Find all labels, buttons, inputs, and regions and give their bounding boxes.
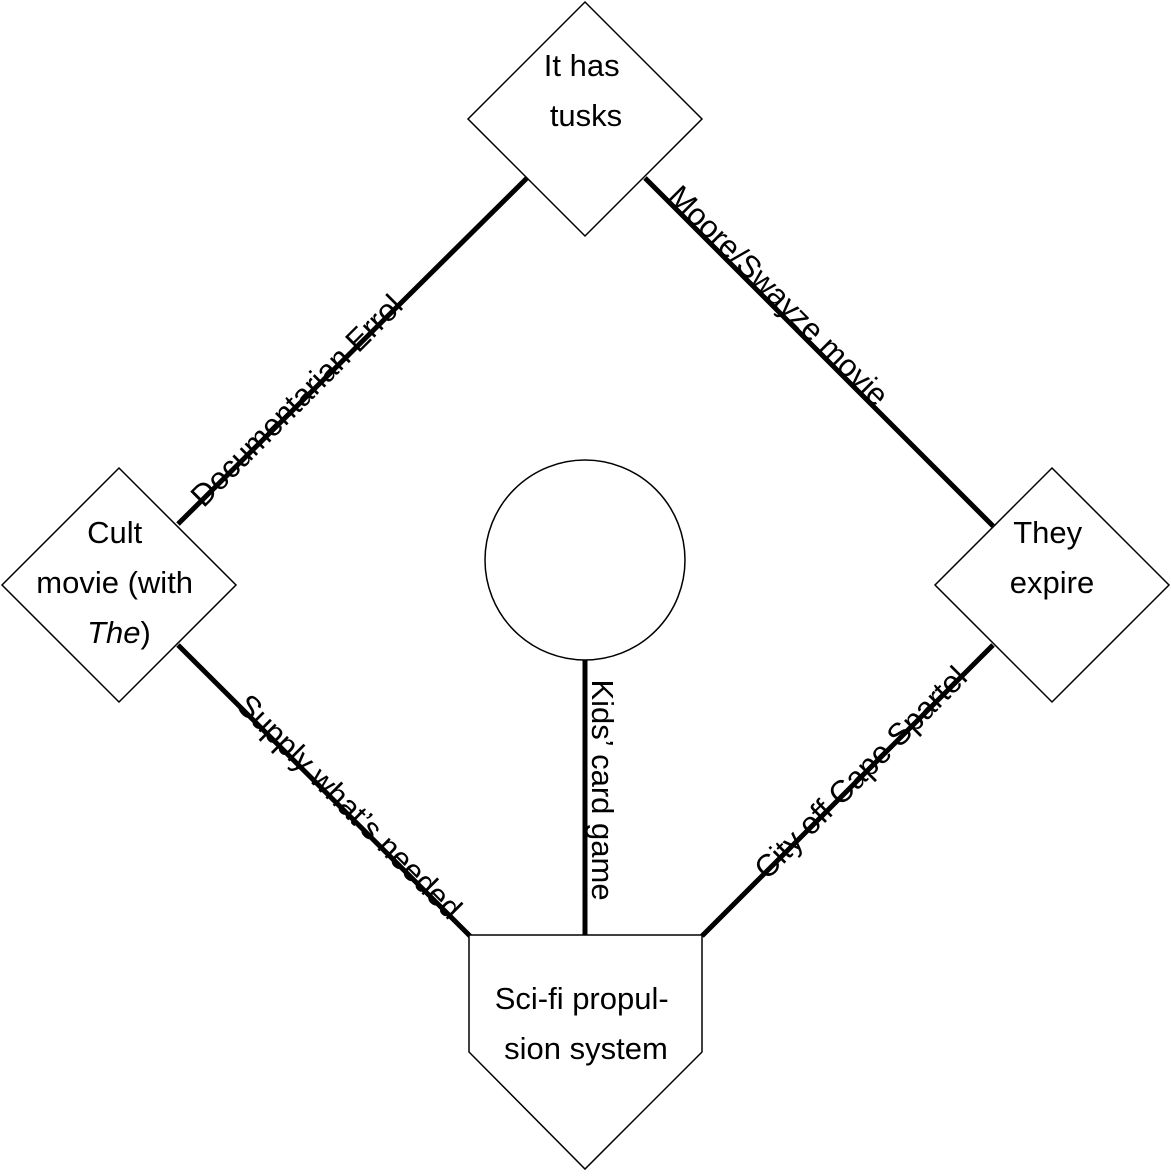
edge-top-right-label: Moore/Swayze movie (661, 178, 895, 412)
node-left-label: Cult movie (with The) (36, 515, 201, 650)
edge-right-bottom-label: City off Cape Spartel (747, 659, 974, 886)
node-bottom-label: Sci-fi propul- sion system (495, 981, 678, 1066)
node-right-label: They expire (1010, 515, 1094, 600)
edge-right-bottom-line (700, 643, 995, 938)
edge-top-right-line (643, 176, 995, 528)
node-left-diamond (0, 466, 238, 704)
edge-top-left-line (176, 176, 529, 526)
node-center-circle (484, 459, 686, 661)
edge-left-bottom-label: Supply what’s needed (230, 687, 469, 926)
edge-center-bottom-label: Kids’ card game (585, 679, 620, 900)
edge-top-left-label: Documentarian Errol (184, 288, 410, 514)
node-right-diamond (933, 466, 1171, 704)
node-top-diamond (466, 0, 704, 238)
node-bottom-home-plate (468, 934, 703, 1171)
edge-left-bottom-line (176, 643, 472, 938)
node-top-label: It has tusks (544, 48, 628, 133)
